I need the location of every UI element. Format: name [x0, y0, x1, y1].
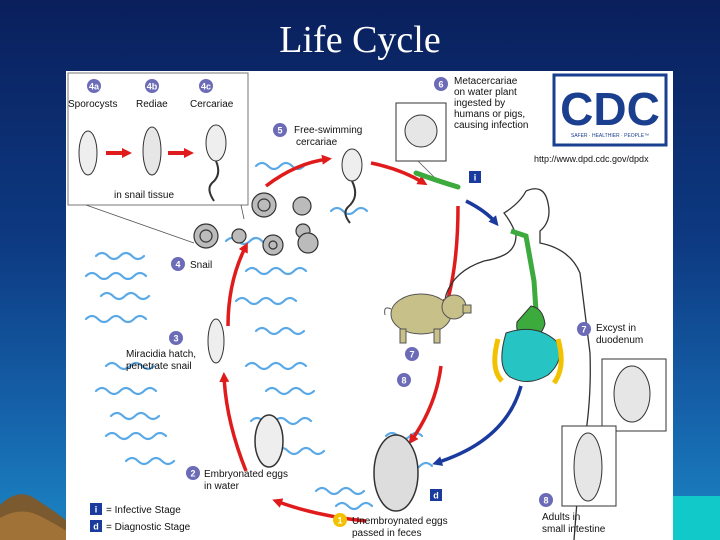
pig-badge-7 [405, 347, 419, 361]
label-in-snail-tissue: in snail tissue [114, 190, 174, 201]
pig-figure [384, 293, 472, 344]
badge-4c [199, 79, 213, 93]
snail-group [193, 192, 319, 256]
cycle-arrows [219, 154, 460, 523]
redia-figure [142, 126, 162, 176]
cdc-logo-letters: CDC [560, 83, 660, 135]
label-excyst-1: Excyst in [596, 323, 636, 334]
legend-infective-badge: i [95, 505, 98, 515]
cdc-url: http://www.dpd.cdc.gov/dpdx [534, 154, 649, 164]
label-embryonated-2: in water [204, 481, 240, 492]
label-cercariae: Cercariae [190, 99, 234, 110]
label-free-swimming-1: Free-swimming [294, 125, 362, 136]
embryonated-egg-figure [254, 414, 284, 468]
badge-4b [145, 79, 159, 93]
corner-decoration [672, 496, 720, 540]
badge-1 [333, 513, 347, 527]
label-free-swimming-2: cercariae [296, 137, 338, 148]
badge-2-text: 2 [190, 469, 195, 479]
badge-4a [87, 79, 101, 93]
life-cycle-diagram: 4a 4b 4c Sporocysts Rediae Cercariae in … [66, 71, 673, 540]
label-unembryonated-1: Unembroynated eggs [352, 516, 448, 527]
badge-7-text: 7 [581, 325, 586, 335]
water-plant [413, 170, 461, 190]
diagnostic-marker-text: d [433, 491, 439, 501]
badge-1-text: 1 [337, 516, 342, 526]
large-intestine [492, 338, 564, 385]
legend-diagnostic-label: = Diagnostic Stage [106, 522, 191, 533]
free-cercaria-figure [341, 148, 363, 182]
label-embryonated-1: Embryonated eggs [204, 469, 288, 480]
cdc-tagline: SAFER · HEALTHIER · PEOPLE™ [571, 133, 649, 139]
unembryonated-egg-figure [373, 434, 419, 512]
label-sporocysts: Sporocysts [68, 99, 117, 110]
label-adults-1: Adults in [542, 512, 580, 523]
label-snail: Snail [190, 260, 212, 271]
label-excyst-2: duodenum [596, 335, 643, 346]
human-figure [441, 188, 591, 540]
badge-6-text: 6 [438, 80, 443, 90]
legend-infective-swatch [90, 503, 102, 515]
sporocyst-figure [78, 130, 98, 176]
legend-diagnostic-badge: d [93, 522, 99, 532]
badge-6 [434, 77, 448, 91]
badge-4a-text: 4a [89, 82, 100, 92]
label-adults-2: small intestine [542, 524, 606, 535]
infective-marker [469, 171, 481, 183]
badge-5 [273, 123, 287, 137]
badge-8-text: 8 [543, 496, 548, 506]
badge-4-text: 4 [175, 260, 180, 270]
host-arrows [432, 199, 523, 466]
badge-4 [171, 257, 185, 271]
badge-3 [169, 331, 183, 345]
badge-7 [577, 322, 591, 336]
label-miracidia-2: penetrate snail [126, 361, 192, 372]
mountain-decoration [0, 494, 80, 540]
adult-fluke-figure [573, 432, 603, 502]
free-cercaria-tail [344, 180, 357, 224]
label-unembryonated-2: passed in feces [352, 528, 422, 539]
badge-2 [186, 466, 200, 480]
small-intestine [501, 328, 561, 382]
miracidium-figure [207, 318, 225, 364]
snail-tissue-box: 4a 4b 4c Sporocysts Rediae Cercariae in … [67, 72, 249, 206]
legend: i = Infective Stage d = Diagnostic Stage [90, 503, 191, 533]
legend-infective-label: = Infective Stage [106, 505, 181, 516]
metacercaria-figure [404, 114, 438, 148]
badge-8 [539, 493, 553, 507]
excysted-figure [613, 365, 651, 423]
slide-title: Life Cycle [279, 19, 441, 61]
pig-badge-8-text: 8 [401, 376, 406, 386]
pig-badge-8 [397, 373, 411, 387]
label-metacercariae-4: humans or pigs, [454, 109, 525, 120]
badge-3-text: 3 [173, 334, 178, 344]
label-metacercariae-2: on water plant [454, 87, 517, 98]
badge-5-text: 5 [277, 126, 282, 136]
diagnostic-marker [430, 489, 442, 501]
pig-badge-7-text: 7 [409, 350, 414, 360]
label-miracidia-1: Miracidia hatch, [126, 349, 196, 360]
cdc-logo [552, 73, 668, 147]
legend-diagnostic-swatch [90, 520, 102, 532]
cercaria-figure [205, 124, 227, 162]
label-metacercariae-1: Metacercariae [454, 76, 518, 87]
label-rediae: Rediae [136, 99, 168, 110]
label-metacercariae-3: ingested by [454, 98, 505, 109]
label-metacercariae-5: causing infection [454, 120, 529, 131]
infective-marker-text: i [474, 173, 477, 183]
badge-4c-text: 4c [201, 82, 211, 92]
badge-4b-text: 4b [147, 82, 158, 92]
cercaria-tail [208, 160, 220, 202]
